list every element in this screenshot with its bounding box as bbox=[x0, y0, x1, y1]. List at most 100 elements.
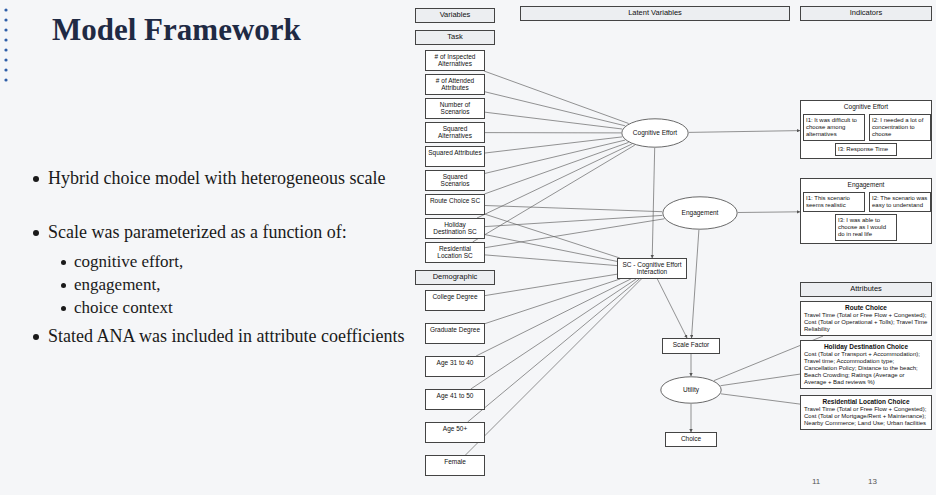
bullet-text: Scale was parameterized as a function of… bbox=[48, 222, 418, 244]
page-number: 13 bbox=[868, 477, 888, 487]
indicator-cell: I2: I needed a lot of concentration to c… bbox=[869, 114, 931, 141]
variable-box: Squared Attributes bbox=[425, 146, 485, 167]
node-text: Age 50+ bbox=[428, 425, 482, 432]
connector bbox=[477, 144, 632, 218]
connector bbox=[485, 279, 620, 324]
node-text: # of Inspected Alternatives bbox=[428, 53, 482, 68]
node-text: Female bbox=[428, 458, 482, 465]
node-text: I1: It was difficult to choose among alt… bbox=[806, 117, 862, 138]
connector bbox=[652, 148, 655, 258]
node-text: Cognitive Effort bbox=[633, 129, 677, 136]
variable-box: Age 31 to 40 bbox=[425, 356, 485, 377]
utility-ellipse: Utility bbox=[660, 376, 722, 404]
connector bbox=[689, 131, 800, 133]
node-body: Travel Time (Total or Free Flow + Conges… bbox=[804, 406, 928, 427]
node-text: Residential Location Choice bbox=[804, 398, 928, 405]
indicator-group: EngagementI1: This scenario seems realis… bbox=[800, 178, 932, 244]
variable-box: # of Attended Attributes bbox=[425, 74, 485, 95]
connector bbox=[485, 235, 617, 262]
variable-box: Route Choice SC bbox=[425, 194, 485, 215]
connector bbox=[468, 279, 640, 422]
node-text: Holiday Destination Choice bbox=[804, 343, 928, 350]
indicator-cell: I3: Response Time bbox=[835, 143, 897, 156]
variable-box: Holiday Destination SC bbox=[425, 218, 485, 239]
indicator-cell: I3: I was able to choose as I would do i… bbox=[835, 214, 897, 241]
node-text: Residential Location SC bbox=[428, 245, 482, 260]
variable-box: Squared Scenarios bbox=[425, 170, 485, 191]
node-text: Choice bbox=[668, 435, 714, 442]
connector bbox=[485, 206, 662, 212]
node-text: Number of Scenarios bbox=[428, 101, 482, 116]
connector bbox=[466, 279, 642, 455]
indicator-cell: I1: It was difficult to choose among alt… bbox=[803, 114, 865, 141]
attribute-box: Residential Location ChoiceTravel Time (… bbox=[800, 395, 932, 430]
node-text: Engagement bbox=[682, 209, 719, 216]
variable-box: Graduate Degree bbox=[425, 323, 485, 344]
latent-ellipse: Engagement bbox=[662, 196, 738, 230]
connector bbox=[691, 354, 692, 376]
choice-box: Choice bbox=[665, 432, 717, 447]
ellipse-shape bbox=[661, 377, 721, 403]
bullet-text: choice context bbox=[74, 298, 374, 318]
node-text: Latent Variables bbox=[523, 9, 787, 18]
indicator-group: Cognitive EffortI1: It was difficult to … bbox=[800, 100, 932, 159]
attribute-box: Route ChoiceTravel Time (Total or Free F… bbox=[800, 301, 932, 336]
bullet-text: cognitive effort, bbox=[74, 252, 374, 272]
slide-title: Model Framework bbox=[52, 12, 301, 48]
connector bbox=[484, 142, 628, 194]
node-text: Squared Scenarios bbox=[428, 173, 482, 188]
node-text: Squared Attributes bbox=[428, 149, 482, 156]
node-text: I1: This scenario seems realistic bbox=[806, 195, 862, 209]
node-text: Route Choice SC bbox=[428, 197, 482, 204]
node-body: Cost (Total or Transport + Accommodation… bbox=[804, 351, 928, 385]
connector bbox=[657, 279, 687, 338]
bullet-dot bbox=[33, 176, 39, 182]
node-text: I2: I needed a lot of concentration to c… bbox=[872, 117, 928, 138]
node-text: I3: I was able to choose as I would do i… bbox=[838, 217, 894, 238]
bullet-text: engagement, bbox=[74, 275, 374, 295]
section-header: Indicators bbox=[800, 6, 932, 21]
variable-box: Age 50+ bbox=[425, 422, 485, 443]
connector bbox=[485, 132, 621, 133]
node-text: Cognitive Effort bbox=[803, 103, 929, 110]
node-text: Variables bbox=[418, 11, 492, 20]
variable-box: Number of Scenarios bbox=[425, 98, 485, 119]
variable-box: Residential Location SC bbox=[425, 242, 485, 263]
dot-rule bbox=[4, 8, 7, 81]
node-text: Utility bbox=[683, 386, 699, 393]
connector bbox=[485, 255, 617, 266]
connector bbox=[485, 137, 622, 153]
connector bbox=[692, 230, 699, 338]
section-header: Task bbox=[415, 30, 495, 45]
connector bbox=[485, 215, 662, 226]
sub-bullet-dot bbox=[61, 306, 66, 311]
connector bbox=[721, 374, 801, 386]
bullet-dot bbox=[33, 334, 39, 340]
page-number: 11 bbox=[812, 477, 832, 487]
node-body: Travel Time (Total or Free Flow + Conges… bbox=[804, 312, 928, 333]
connector bbox=[476, 279, 631, 356]
attribute-box: Holiday Destination ChoiceCost (Total or… bbox=[800, 340, 932, 389]
variable-box: Age 41 to 50 bbox=[425, 389, 485, 410]
sub-bullet-dot bbox=[61, 260, 66, 265]
node-text: Age 31 to 40 bbox=[428, 359, 482, 366]
connector bbox=[471, 279, 637, 389]
node-text: Task bbox=[418, 33, 492, 42]
connector bbox=[691, 404, 692, 432]
node-text: Engagement bbox=[803, 181, 929, 188]
indicator-cell: I1: This scenario seems realistic bbox=[803, 192, 865, 212]
section-header: Variables bbox=[415, 8, 495, 23]
variable-box: Female bbox=[425, 455, 485, 476]
variable-box: College Degree bbox=[425, 290, 485, 311]
node-text: Squared Alternatives bbox=[428, 125, 482, 140]
sub-bullet-dot bbox=[61, 283, 66, 288]
bullet-text: Stated ANA was included in attribute coe… bbox=[48, 326, 418, 348]
node-text: Graduate Degree bbox=[428, 326, 482, 333]
node-text: Holiday Destination SC bbox=[428, 221, 482, 236]
interaction-box: SC - Cognitive Effort Interaction bbox=[617, 258, 687, 279]
node-text: College Degree bbox=[428, 293, 482, 300]
connector bbox=[721, 394, 800, 404]
scale-box: Scale Factor bbox=[662, 338, 720, 354]
bullet-text: Hybrid choice model with heterogeneous s… bbox=[48, 168, 418, 190]
node-text: Route Choice bbox=[804, 304, 928, 311]
